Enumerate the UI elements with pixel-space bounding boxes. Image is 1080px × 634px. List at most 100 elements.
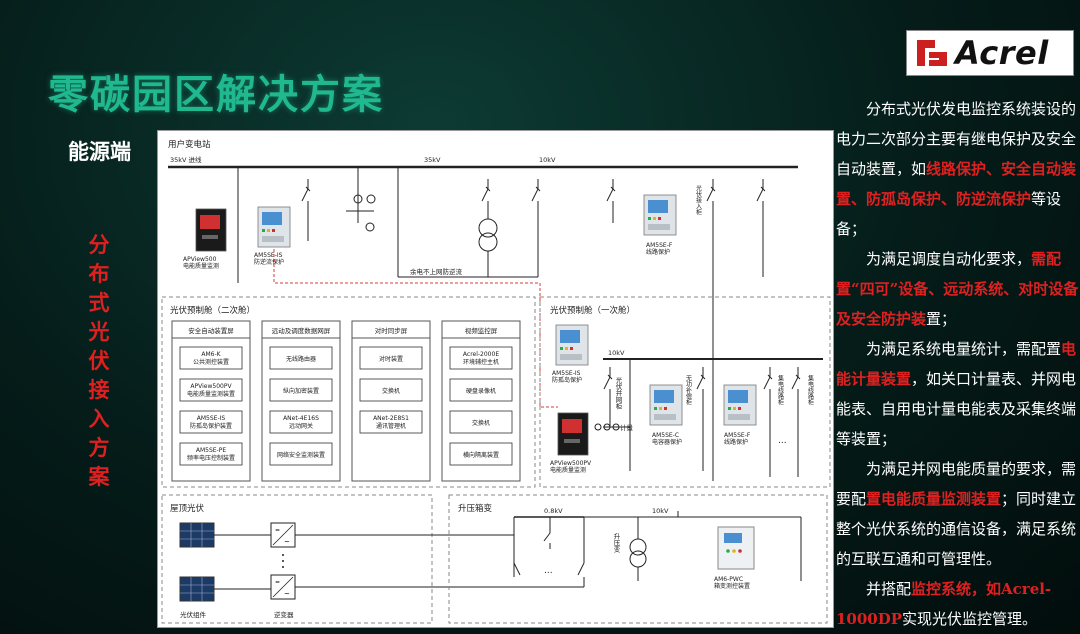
panel-item-label: 频率电压控制装置 xyxy=(187,454,235,462)
body-text: 为满足系统电量统计，需配置 xyxy=(866,340,1062,358)
panel-item-label: 交换机 xyxy=(472,419,490,427)
booster-transformer-label: 升压变 xyxy=(612,532,620,554)
bus-35kv-label: 35kV xyxy=(424,156,441,164)
am5se-c-device xyxy=(649,384,683,426)
body-text: 等设备； xyxy=(836,190,1062,238)
substation-title: 用户变电站 xyxy=(168,139,211,150)
panel-item-label: 横向隔离装置 xyxy=(463,451,499,459)
panel-item-label: 环境辅控主机 xyxy=(463,358,499,366)
am5se-is-top-device xyxy=(257,206,291,248)
body-text: 实现光伏监控管理。 xyxy=(902,610,1038,628)
panel-item-box xyxy=(269,378,333,402)
panel-item-label: 对时装置 xyxy=(379,355,403,363)
panel-item-box xyxy=(179,378,243,402)
description-paragraph-1: 分布式光伏发电监控系统装设的电力二次部分主要有继电保护及安全自动装置，如线路保护… xyxy=(836,94,1080,244)
panel-item-label: AM5SE-PE xyxy=(196,447,226,454)
inverter-2 xyxy=(270,574,296,600)
v10-label: 10kV xyxy=(652,507,669,515)
panel-item-box xyxy=(269,410,333,434)
panel-title: 远动及调度数据网屏 xyxy=(272,326,331,335)
panel-item-label: ANet-2E8S1 xyxy=(373,415,409,422)
panel-item-box xyxy=(359,346,423,370)
page-title: 零碳园区解决方案 xyxy=(48,71,384,118)
panel-item-box xyxy=(449,378,513,402)
pv-module-1 xyxy=(179,522,215,548)
panel-item-label: 通讯管理机 xyxy=(376,422,406,430)
pv-module-2 xyxy=(179,576,215,602)
booster-title: 升压箱变 xyxy=(458,503,493,514)
panel-item-label: 硬盘录像机 xyxy=(466,387,496,395)
panel-item-label: 远动网关 xyxy=(289,422,313,430)
highlight-text: 电能计量装置 xyxy=(836,340,1077,388)
description-paragraph-4: 为满足并网电能质量的要求，需要配置电能质量监测装置；同时建立整个光伏系统的通信设… xyxy=(836,454,1080,574)
reverse-flow-signal-path xyxy=(273,249,558,408)
substation-feeders xyxy=(237,167,766,481)
cabin1-feeders xyxy=(603,359,801,477)
panel-item-box xyxy=(449,442,513,466)
body-text: 为满足调度自动化要求， xyxy=(866,250,1032,268)
cabin2-frame xyxy=(161,296,536,488)
am6-pwc-device xyxy=(717,526,755,570)
panel-item-label: AM6-K xyxy=(201,351,221,358)
pv-grid-cabinet-label: 光伏并网柜 xyxy=(614,376,622,411)
highlight-text: 监控系统，如Acrel-1000DP xyxy=(836,580,1052,628)
cabin1-more-dots: ... xyxy=(778,436,787,446)
v08-label: 0.8kV xyxy=(544,507,563,515)
cabin2-title: 光伏预制舱（二次舱） xyxy=(170,305,255,316)
vertical-solution-label: 分布式光伏接入方案 xyxy=(88,232,110,489)
panel-item-label: 无线路由器 xyxy=(286,355,316,363)
wiring-diagram-svg: = ~ 用户变电站 35kV 进线 35kV 10kV xyxy=(161,139,831,624)
booster-frame xyxy=(448,494,828,624)
booster-wiring xyxy=(513,511,802,587)
body-text: ；同时建立整个光伏系统的通信设备，满足系统的互联互通和可管理性。 xyxy=(836,490,1077,568)
panel-item-label: 电能质量监测装置 xyxy=(187,390,235,398)
panel-item-box xyxy=(449,410,513,434)
panel-title: 对时同步屏 xyxy=(375,326,408,335)
rooftop-wiring xyxy=(214,534,584,590)
apview500-top-device xyxy=(195,208,227,252)
panel-item-label: 防孤岛保护装置 xyxy=(190,422,232,430)
am5se-f-top-device xyxy=(643,194,677,236)
cabin1-title: 光伏预制舱（一次舱） xyxy=(550,305,635,316)
bus-35kv-in-label: 35kV 进线 xyxy=(170,155,202,164)
body-text: ，如关口计量表、并网电能表、自用电计量电能表及采集终端等装置； xyxy=(836,370,1077,448)
highlight-text: 需配置“四可”设备、远动系统、对时设备及安全防护装 xyxy=(836,250,1079,328)
pv-module-label: 光伏组件 xyxy=(180,610,207,619)
panel-item-label: 网络安全监测装置 xyxy=(277,451,325,459)
rooftop-title: 屋顶光伏 xyxy=(170,503,205,514)
reverse-flow-label: 余电不上网防逆流 xyxy=(410,267,463,276)
panel-item-label: 公共测控装置 xyxy=(193,358,229,366)
rooftop-frame xyxy=(161,494,433,624)
panel-item-box xyxy=(359,378,423,402)
description-paragraph-3: 为满足系统电量统计，需配置电能计量装置，如关口计量表、并网电能表、自用电计量电能… xyxy=(836,334,1080,454)
body-text: 并搭配 xyxy=(866,580,912,598)
system-diagram: = ~ 用户变电站 35kV 进线 35kV 10kV xyxy=(157,130,834,628)
panel-item-label: APView500PV xyxy=(190,383,232,390)
panel-title: 视频监控屏 xyxy=(465,326,498,335)
panel-item-label: Acrel-2000E xyxy=(463,351,499,358)
collector-line-2-label: 集电线路柜 xyxy=(807,374,814,406)
inverter-1 xyxy=(270,522,296,548)
cabin1-frame xyxy=(539,296,831,488)
collector-line-1-label: 集电线路柜 xyxy=(777,374,784,406)
cabin1-bus-label: 10kV xyxy=(608,349,625,357)
ct-symbols xyxy=(594,423,620,431)
apview500pv-device xyxy=(557,412,589,456)
description-paragraph-5: 并搭配监控系统，如Acrel-1000DP实现光伏监控管理。 xyxy=(836,574,1080,634)
body-text: 为满足并网电能质量的要求，需要配 xyxy=(836,460,1077,508)
booster-dots: ... xyxy=(544,566,553,576)
panel-item-box xyxy=(269,442,333,466)
bus-10kv-label: 10kV xyxy=(539,156,556,164)
panel-item-box xyxy=(269,346,333,370)
panel-item-box xyxy=(179,346,243,370)
panel-item-box xyxy=(179,442,243,466)
acrel-logo-icon xyxy=(917,40,947,66)
panel-item-box xyxy=(449,346,513,370)
